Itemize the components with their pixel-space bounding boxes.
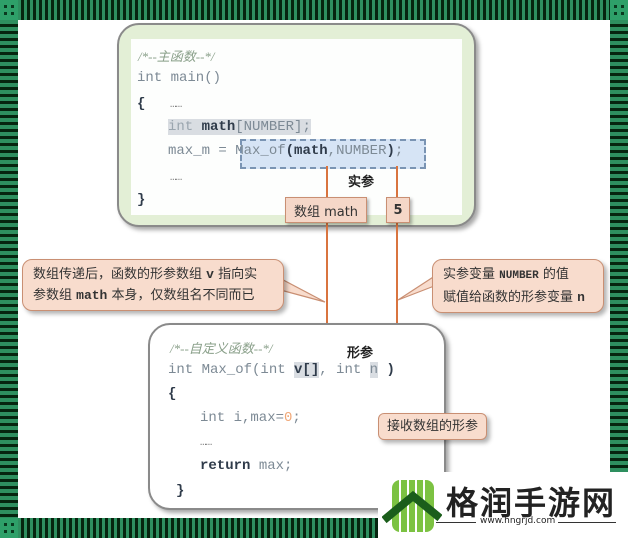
callout-left-l2b: 本身，仅数组名不同而已	[107, 288, 255, 303]
callout-right-var-number: NUMBER	[499, 270, 539, 282]
func-open-brace: {	[168, 386, 177, 402]
border-left	[0, 20, 18, 518]
house-logo-icon	[382, 480, 442, 532]
corner-tl	[0, 0, 18, 20]
decl-zero: 0	[284, 410, 293, 426]
callout-right-l1b: 的值	[538, 267, 569, 282]
main-signature-text: int main()	[137, 70, 222, 86]
callout-left-line1: 数组传递后，函数的形参数组 v 指向实	[33, 264, 273, 285]
main-comment: /*--主函数--*/	[138, 49, 215, 64]
arrow-line-math	[326, 166, 328, 366]
main-dots-2: ……	[170, 172, 182, 184]
func-signature: int Max_of(int v[], int n )	[168, 362, 395, 378]
func-local-decl: int i,max=0;	[200, 410, 301, 426]
corner-bl	[0, 518, 18, 538]
tag-value-5: 5	[386, 197, 410, 223]
call-comma: ,	[327, 143, 337, 159]
sig-a: int Max_of(int	[168, 362, 295, 378]
callout-left: 数组传递后，函数的形参数组 v 指向实 参数组 math 本身，仅数组名不同而已	[22, 259, 284, 311]
call-paren-close: )	[386, 143, 395, 159]
sig-param-v: v[]	[294, 362, 320, 378]
callout-right-var-n: n	[577, 290, 585, 305]
call-paren-open: (	[285, 143, 295, 159]
main-open-brace: {	[137, 96, 146, 112]
watermark-name: 格润手游网	[446, 484, 617, 522]
func-return: return max;	[200, 458, 292, 474]
watermark-url: www.hngrjd.com	[480, 516, 556, 526]
call-fn: Max_of	[235, 143, 286, 159]
sig-c: )	[378, 362, 395, 378]
func-comment: /*--自定义函数--*/	[170, 341, 273, 356]
callout-left-var-math: math	[76, 288, 108, 303]
callout-left-l2a: 参数组	[33, 288, 77, 303]
decl-b: ;	[292, 410, 301, 426]
call-arg-number: NUMBER	[336, 143, 387, 159]
callout-left-l1a: 数组传递后，函数的形参数组	[33, 267, 207, 282]
callout-right-l2a: 赋值给函数的形参变量	[443, 290, 578, 305]
border-top	[0, 0, 628, 20]
callout-right-line1: 实参变量 NUMBER 的值	[443, 264, 593, 287]
return-keyword: return	[200, 458, 251, 474]
watermark-logo: 格润手游网 www.hngrjd.com	[378, 472, 628, 538]
main-signature: int main()	[137, 70, 221, 86]
decl-a: int i,max=	[200, 410, 285, 426]
actual-params-label: 实参	[348, 175, 375, 190]
callout-left-line2: 参数组 math 本身，仅数组名不同而已	[33, 285, 273, 306]
callout-formal-array: 接收数组的形参	[378, 413, 488, 440]
array-declaration: int math[NUMBER];	[168, 119, 311, 135]
func-dots: ……	[200, 437, 212, 449]
corner-tr	[610, 0, 628, 20]
callout-right-line2: 赋值给函数的形参变量 n	[443, 287, 593, 308]
callout-right-l1a: 实参变量	[443, 267, 500, 282]
call-semicolon: ;	[394, 143, 404, 159]
sig-param-n: n	[369, 362, 379, 378]
formal-params-label: 形参	[347, 346, 374, 361]
watermark-rule-right	[558, 522, 616, 523]
function-call-line: max_m = Max_of(math,NUMBER);	[168, 143, 403, 159]
main-dots-1: ……	[170, 99, 182, 111]
watermark-rule-left	[436, 522, 476, 523]
decl-keyword: int	[168, 119, 194, 135]
callout-right: 实参变量 NUMBER 的值 赋值给函数的形参变量 n	[432, 259, 604, 313]
callout-left-var-v: v	[206, 267, 214, 282]
sig-b: , int	[319, 362, 370, 378]
decl-rest: [NUMBER];	[235, 119, 311, 135]
func-close-brace: }	[176, 483, 185, 499]
function-call-highlight	[240, 139, 426, 169]
call-arg-math: math	[294, 143, 328, 159]
callout-left-l1b: 指向实	[213, 267, 258, 282]
return-rest: max;	[250, 458, 293, 474]
main-close-brace: }	[137, 192, 146, 208]
arrow-line-number	[396, 166, 398, 366]
decl-var: math	[201, 119, 236, 135]
border-right	[610, 20, 628, 518]
assign-lhs: max_m =	[168, 143, 236, 159]
tag-array-math: 数组 math	[285, 197, 367, 223]
